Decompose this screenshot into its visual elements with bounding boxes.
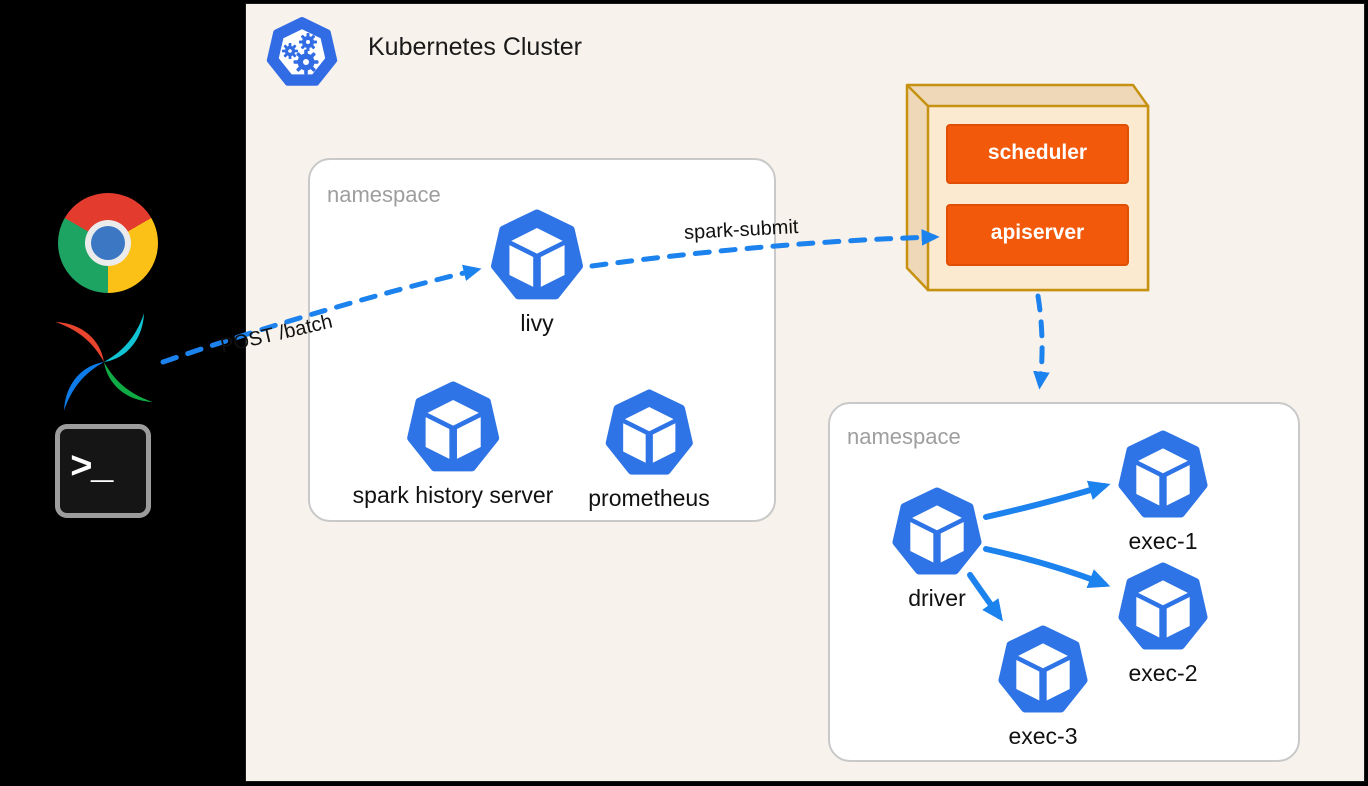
pod-label: spark history server <box>352 482 554 508</box>
apiserver-component <box>946 204 1129 266</box>
pod-exec-3: exec-3 <box>997 625 1089 750</box>
pod-exec-2: exec-2 <box>1117 562 1209 687</box>
pod-label: driver <box>908 585 966 611</box>
pod-icon <box>405 381 500 476</box>
terminal-icon: >_ <box>55 424 151 518</box>
pod-icon <box>891 487 983 579</box>
terminal-prompt: >_ <box>70 447 114 490</box>
pod-label: prometheus <box>588 485 710 511</box>
pod-exec-1: exec-1 <box>1117 430 1209 555</box>
pod-label: exec-3 <box>1008 723 1078 749</box>
pod-icon <box>490 209 585 304</box>
chrome-center-dot <box>91 226 125 260</box>
pod-icon <box>604 389 694 479</box>
apiserver-label: apiserver <box>990 221 1085 244</box>
pod-driver: driver <box>891 487 983 612</box>
pod-icon <box>997 625 1089 717</box>
scheduler-label: scheduler <box>987 141 1088 164</box>
pod-spark-history-server: spark history server <box>352 381 554 509</box>
namespace-2-label: namespace <box>847 424 961 449</box>
chrome-browser-icon <box>58 193 158 293</box>
pod-icon <box>1117 562 1209 654</box>
pod-livy: livy <box>490 209 585 337</box>
kubernetes-logo-icon <box>266 17 338 86</box>
pod-icon <box>1117 430 1209 522</box>
pod-label: exec-1 <box>1128 528 1198 554</box>
pod-label: livy <box>520 310 554 336</box>
namespace-1-label: namespace <box>327 182 441 207</box>
apache-airflow-icon <box>55 313 153 411</box>
scheduler-component <box>946 124 1129 184</box>
page-title: Kubernetes Cluster <box>368 33 583 61</box>
control-plane-box <box>905 83 1150 292</box>
pod-label: exec-2 <box>1128 660 1198 686</box>
pod-prometheus: prometheus <box>588 389 710 512</box>
